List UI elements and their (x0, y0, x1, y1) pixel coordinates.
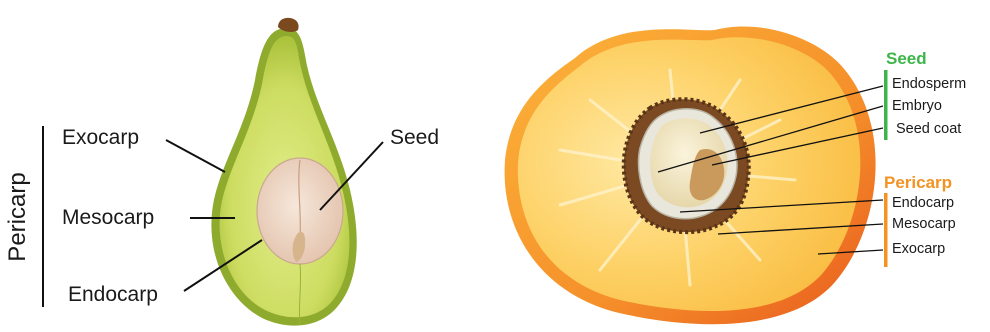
seed-header: Seed (886, 49, 927, 68)
endosperm-label: Endosperm (892, 76, 966, 92)
peach-endocarp-label: Endocarp (892, 195, 954, 211)
avocado-endocarp-label: Endocarp (68, 283, 158, 306)
seed-coat-label: Seed coat (896, 121, 961, 137)
pericarp-vertical-label: Pericarp (4, 172, 31, 261)
avocado-seed-label: Seed (390, 126, 439, 149)
seed-bracket-bar (884, 70, 888, 140)
avocado-illustration (211, 18, 356, 326)
peach-exocarp-label: Exocarp (892, 241, 945, 257)
avocado-mesocarp-label: Mesocarp (62, 206, 154, 229)
pericarp-header: Pericarp (884, 173, 952, 192)
embryo-label: Embryo (892, 98, 942, 114)
exocarp-leader (166, 140, 225, 172)
pericarp-bracket-bar (884, 193, 888, 267)
peach-illustration (505, 26, 876, 324)
avocado-exocarp-label: Exocarp (62, 126, 139, 149)
peach-mesocarp-label: Mesocarp (892, 216, 956, 232)
